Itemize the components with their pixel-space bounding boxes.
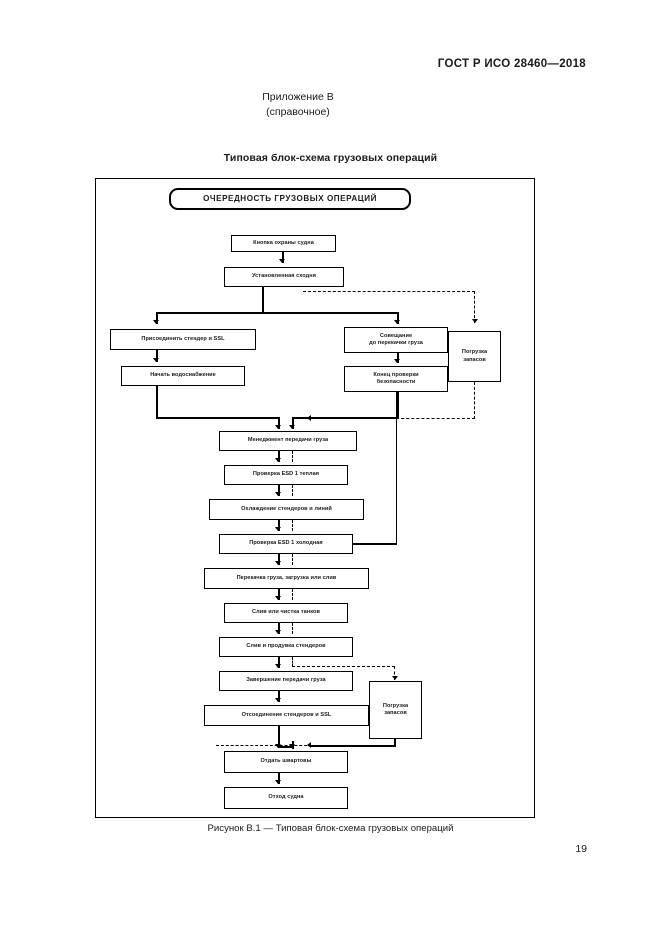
appendix-block: Приложение В (справочное) xyxy=(218,90,378,120)
node-pre-transfer-meeting: Совещание до перекачки груза xyxy=(344,327,448,353)
node-vessel-departure: Отход судна xyxy=(224,787,348,809)
flowchart-canvas: ОЧЕРЕДНОСТЬ ГРУЗОВЫХ ОПЕРАЦИЙ Кнопка охр… xyxy=(96,179,534,817)
node-esd1-warm-test: Проверка ESD 1 теплая xyxy=(224,465,348,485)
node-cargo-transfer-management: Менеджмент передачи груза xyxy=(219,431,357,451)
appendix-kind: (справочное) xyxy=(266,106,330,118)
node-drain-and-purge-arms: Слив и продувка стендеров xyxy=(219,637,353,657)
flowchart-banner: ОЧЕРЕДНОСТЬ ГРУЗОВЫХ ОПЕРАЦИЙ xyxy=(169,188,411,210)
node-connect-loading-arm-ssl: Присоединить стендер и SSL xyxy=(110,329,256,350)
figure-title: Типовая блок-схема грузовых операций xyxy=(223,152,438,164)
node-complete-cargo-transfer: Завершение передачи груза xyxy=(219,671,353,691)
node-cooldown-arms-lines: Охлаждение стендеров и линий xyxy=(209,499,364,520)
node-drain-or-tank-cleaning: Слив или чистка танков xyxy=(224,603,348,623)
node-stores-loading-lower: Погрузка запасов xyxy=(369,681,422,739)
node-disconnect-arms-ssl: Отсоединение стендеров и SSL xyxy=(204,705,369,726)
node-stores-loading-upper: Погрузка запасов xyxy=(448,331,501,382)
node-ship-security-button: Кнопка охраны судна xyxy=(231,235,336,252)
page-number: 19 xyxy=(575,843,587,855)
node-esd1-cold-test: Проверка ESD 1 холодная xyxy=(219,534,353,554)
node-let-go-moorings: Отдать швартовы xyxy=(224,751,348,773)
figure-caption: Рисунок В.1 — Типовая блок-схема грузовы… xyxy=(207,823,454,834)
node-cargo-transfer-load-or-discharge: Перекачка груза, загрузка или слив xyxy=(204,568,369,589)
node-start-water-supply: Начать водоснабжение xyxy=(121,366,245,386)
node-gangway-in-place: Установленная сходня xyxy=(224,267,344,287)
appendix-label: Приложение В xyxy=(262,91,334,103)
standard-header: ГОСТ Р ИСО 28460—2018 xyxy=(437,58,586,70)
flowchart-frame: ОЧЕРЕДНОСТЬ ГРУЗОВЫХ ОПЕРАЦИЙ Кнопка охр… xyxy=(95,178,535,818)
node-end-safety-check: Конец проверки безопасности xyxy=(344,366,448,392)
